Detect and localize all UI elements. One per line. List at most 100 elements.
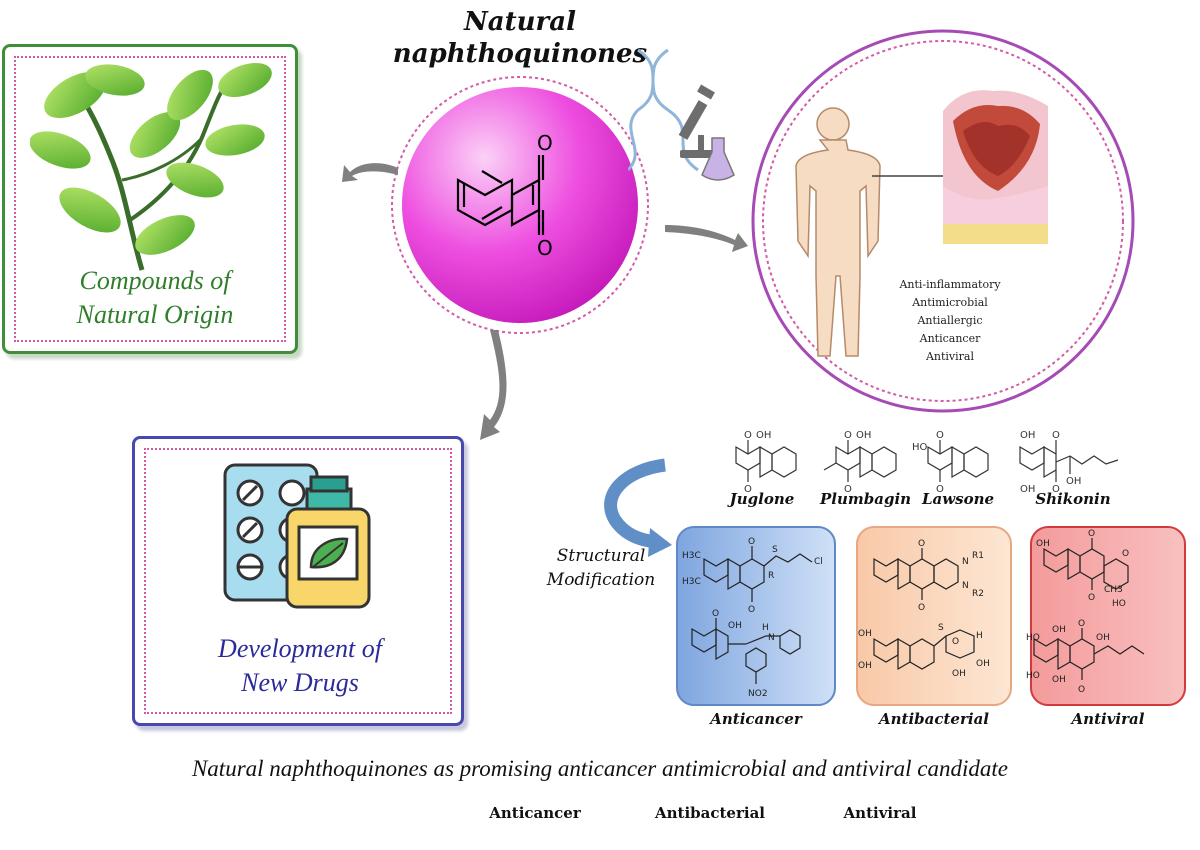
new-drugs-line-2: New Drugs — [241, 668, 359, 697]
lawsone-o-top: O — [936, 430, 944, 441]
activity-anticancer: Anticancer — [919, 332, 981, 345]
antibacterial-o-ring: O — [952, 637, 959, 647]
antiviral-ho-3: HO — [1026, 671, 1040, 681]
human-body-icon — [795, 107, 881, 357]
lawsone-ho: HO — [912, 442, 928, 453]
activity-antiviral: Antiviral — [925, 350, 975, 363]
structural-modification-label: Structural Modification — [536, 544, 666, 592]
lawsone-o-bottom: O — [936, 484, 944, 495]
arrow-to-origin — [342, 163, 398, 182]
shikonin-o-bottom: O — [1052, 484, 1060, 495]
natural-origin-line-2: Natural Origin — [76, 300, 234, 329]
antibacterial-r1: R1 — [972, 551, 984, 561]
natural-compound-structures: O O OH O O OH HO O O OH OH O O OH — [735, 430, 1119, 495]
anticancer-o-top: O — [748, 537, 755, 547]
antiviral-oh-1: OH — [1036, 539, 1050, 549]
juglone-o-bottom: O — [744, 484, 752, 495]
anticancer-r: R — [768, 571, 774, 581]
antibacterial-h: H — [976, 631, 983, 641]
anticancer-h: H — [762, 623, 769, 633]
anticancer-oh: OH — [728, 621, 742, 631]
plumbagin-o-top: O — [844, 430, 852, 441]
antiviral-oh-3: OH — [1052, 675, 1066, 685]
tissue-section-icon — [943, 90, 1048, 244]
drugs-icon — [223, 463, 371, 609]
antibacterial-box — [856, 526, 1012, 706]
antibacterial-r2: R2 — [972, 589, 984, 599]
arrow-to-body — [665, 225, 748, 252]
derivative-structures: H3C H3C O O R S Cl O OH H N NO2 O O N N … — [682, 529, 1145, 699]
shikonin-oh-bottom: OH — [1020, 484, 1035, 495]
antiviral-oh-2: OH — [1052, 625, 1066, 635]
arrow-structural-modification — [604, 458, 667, 549]
naphthoquinone-sphere: O O — [391, 76, 649, 334]
dna-lab-icon — [628, 48, 735, 181]
juglone-o-top: O — [744, 430, 752, 441]
anticancer-n: N — [768, 633, 775, 643]
anticancer-o-bottom: O — [748, 605, 755, 615]
new-drugs-label: Development of New Drugs — [170, 632, 430, 700]
title-line-2: naphthoquinones — [392, 39, 648, 69]
antiviral-o-bottom: O — [1088, 593, 1095, 603]
anticancer-s: S — [772, 545, 778, 555]
natural-origin-inner-border — [14, 56, 286, 342]
bottom-label-anticancer: Anticancer — [489, 804, 581, 822]
natural-origin-line-1: Compounds of — [79, 266, 231, 295]
antibacterial-label: Antibacterial — [878, 710, 989, 728]
compound-juglone: Juglone — [729, 490, 795, 508]
juglone-oh: OH — [756, 430, 771, 441]
activities-list: Anti-inflammatory Antimicrobial Antialle… — [880, 276, 1020, 366]
structural-modification-line-1: Structural — [556, 546, 646, 566]
antiviral-o-4: O — [1078, 685, 1085, 695]
antibacterial-oh-4: OH — [952, 669, 966, 679]
bottom-label-antibacterial: Antibacterial — [654, 804, 765, 822]
shikonin-oh-top: OH — [1020, 430, 1035, 441]
activity-anti-inflammatory: Anti-inflammatory — [899, 278, 1001, 291]
antiviral-o-top: O — [1088, 529, 1095, 539]
antiviral-ch3: CH3 — [1104, 585, 1123, 595]
natural-origin-panel — [2, 44, 298, 354]
plumbagin-oh: OH — [856, 430, 871, 441]
compound-lawsone: Lawsone — [921, 490, 995, 508]
new-drugs-panel — [132, 436, 464, 726]
arrow-to-drugs — [480, 330, 507, 440]
anticancer-no2: NO2 — [748, 689, 768, 699]
antibacterial-o-bottom: O — [918, 603, 925, 613]
anticancer-cl: Cl — [814, 557, 823, 567]
antiviral-o-2: O — [1122, 549, 1129, 559]
new-drugs-line-1: Development of — [218, 634, 382, 663]
anticancer-label: Anticancer — [710, 710, 802, 728]
antibacterial-o-top: O — [918, 539, 925, 549]
figure-title: Natural naphthoquinones — [380, 6, 660, 70]
activity-antiallergic: Antiallergic — [917, 314, 983, 327]
bottom-label-antiviral: Antiviral — [843, 804, 917, 822]
antiviral-ho-2: HO — [1026, 633, 1040, 643]
activity-antimicrobial: Antimicrobial — [912, 296, 988, 309]
atom-o-top: O — [537, 131, 553, 155]
antiviral-label: Antiviral — [1071, 710, 1145, 728]
antiviral-ho: HO — [1112, 599, 1126, 609]
antibacterial-oh-1: OH — [858, 629, 872, 639]
structural-modification-line-2: Modification — [546, 570, 656, 590]
antibacterial-n-1: N — [962, 557, 969, 567]
antibacterial-oh-3: OH — [976, 659, 990, 669]
anticancer-h3c-1: H3C — [682, 551, 701, 561]
activity-circle — [751, 29, 1135, 413]
compound-shikonin: Shikonin — [1035, 490, 1111, 508]
compound-plumbagin: Plumbagin — [820, 490, 912, 508]
antiviral-o-3: O — [1078, 619, 1085, 629]
antiviral-oh-4: OH — [1096, 633, 1110, 643]
title-line-1: Natural — [464, 7, 576, 37]
plumbagin-o-bottom: O — [844, 484, 852, 495]
arrow-structural-head — [648, 528, 672, 557]
antibacterial-oh-2: OH — [858, 661, 872, 671]
new-drugs-inner-border — [144, 448, 452, 714]
natural-origin-label: Compounds of Natural Origin — [40, 264, 270, 332]
shikonin-o-top: O — [1052, 430, 1060, 441]
anticancer-o-2: O — [712, 609, 719, 619]
anticancer-h3c-2: H3C — [682, 577, 701, 587]
shikonin-oh-side: OH — [1066, 476, 1081, 487]
antibacterial-s: S — [938, 623, 944, 633]
